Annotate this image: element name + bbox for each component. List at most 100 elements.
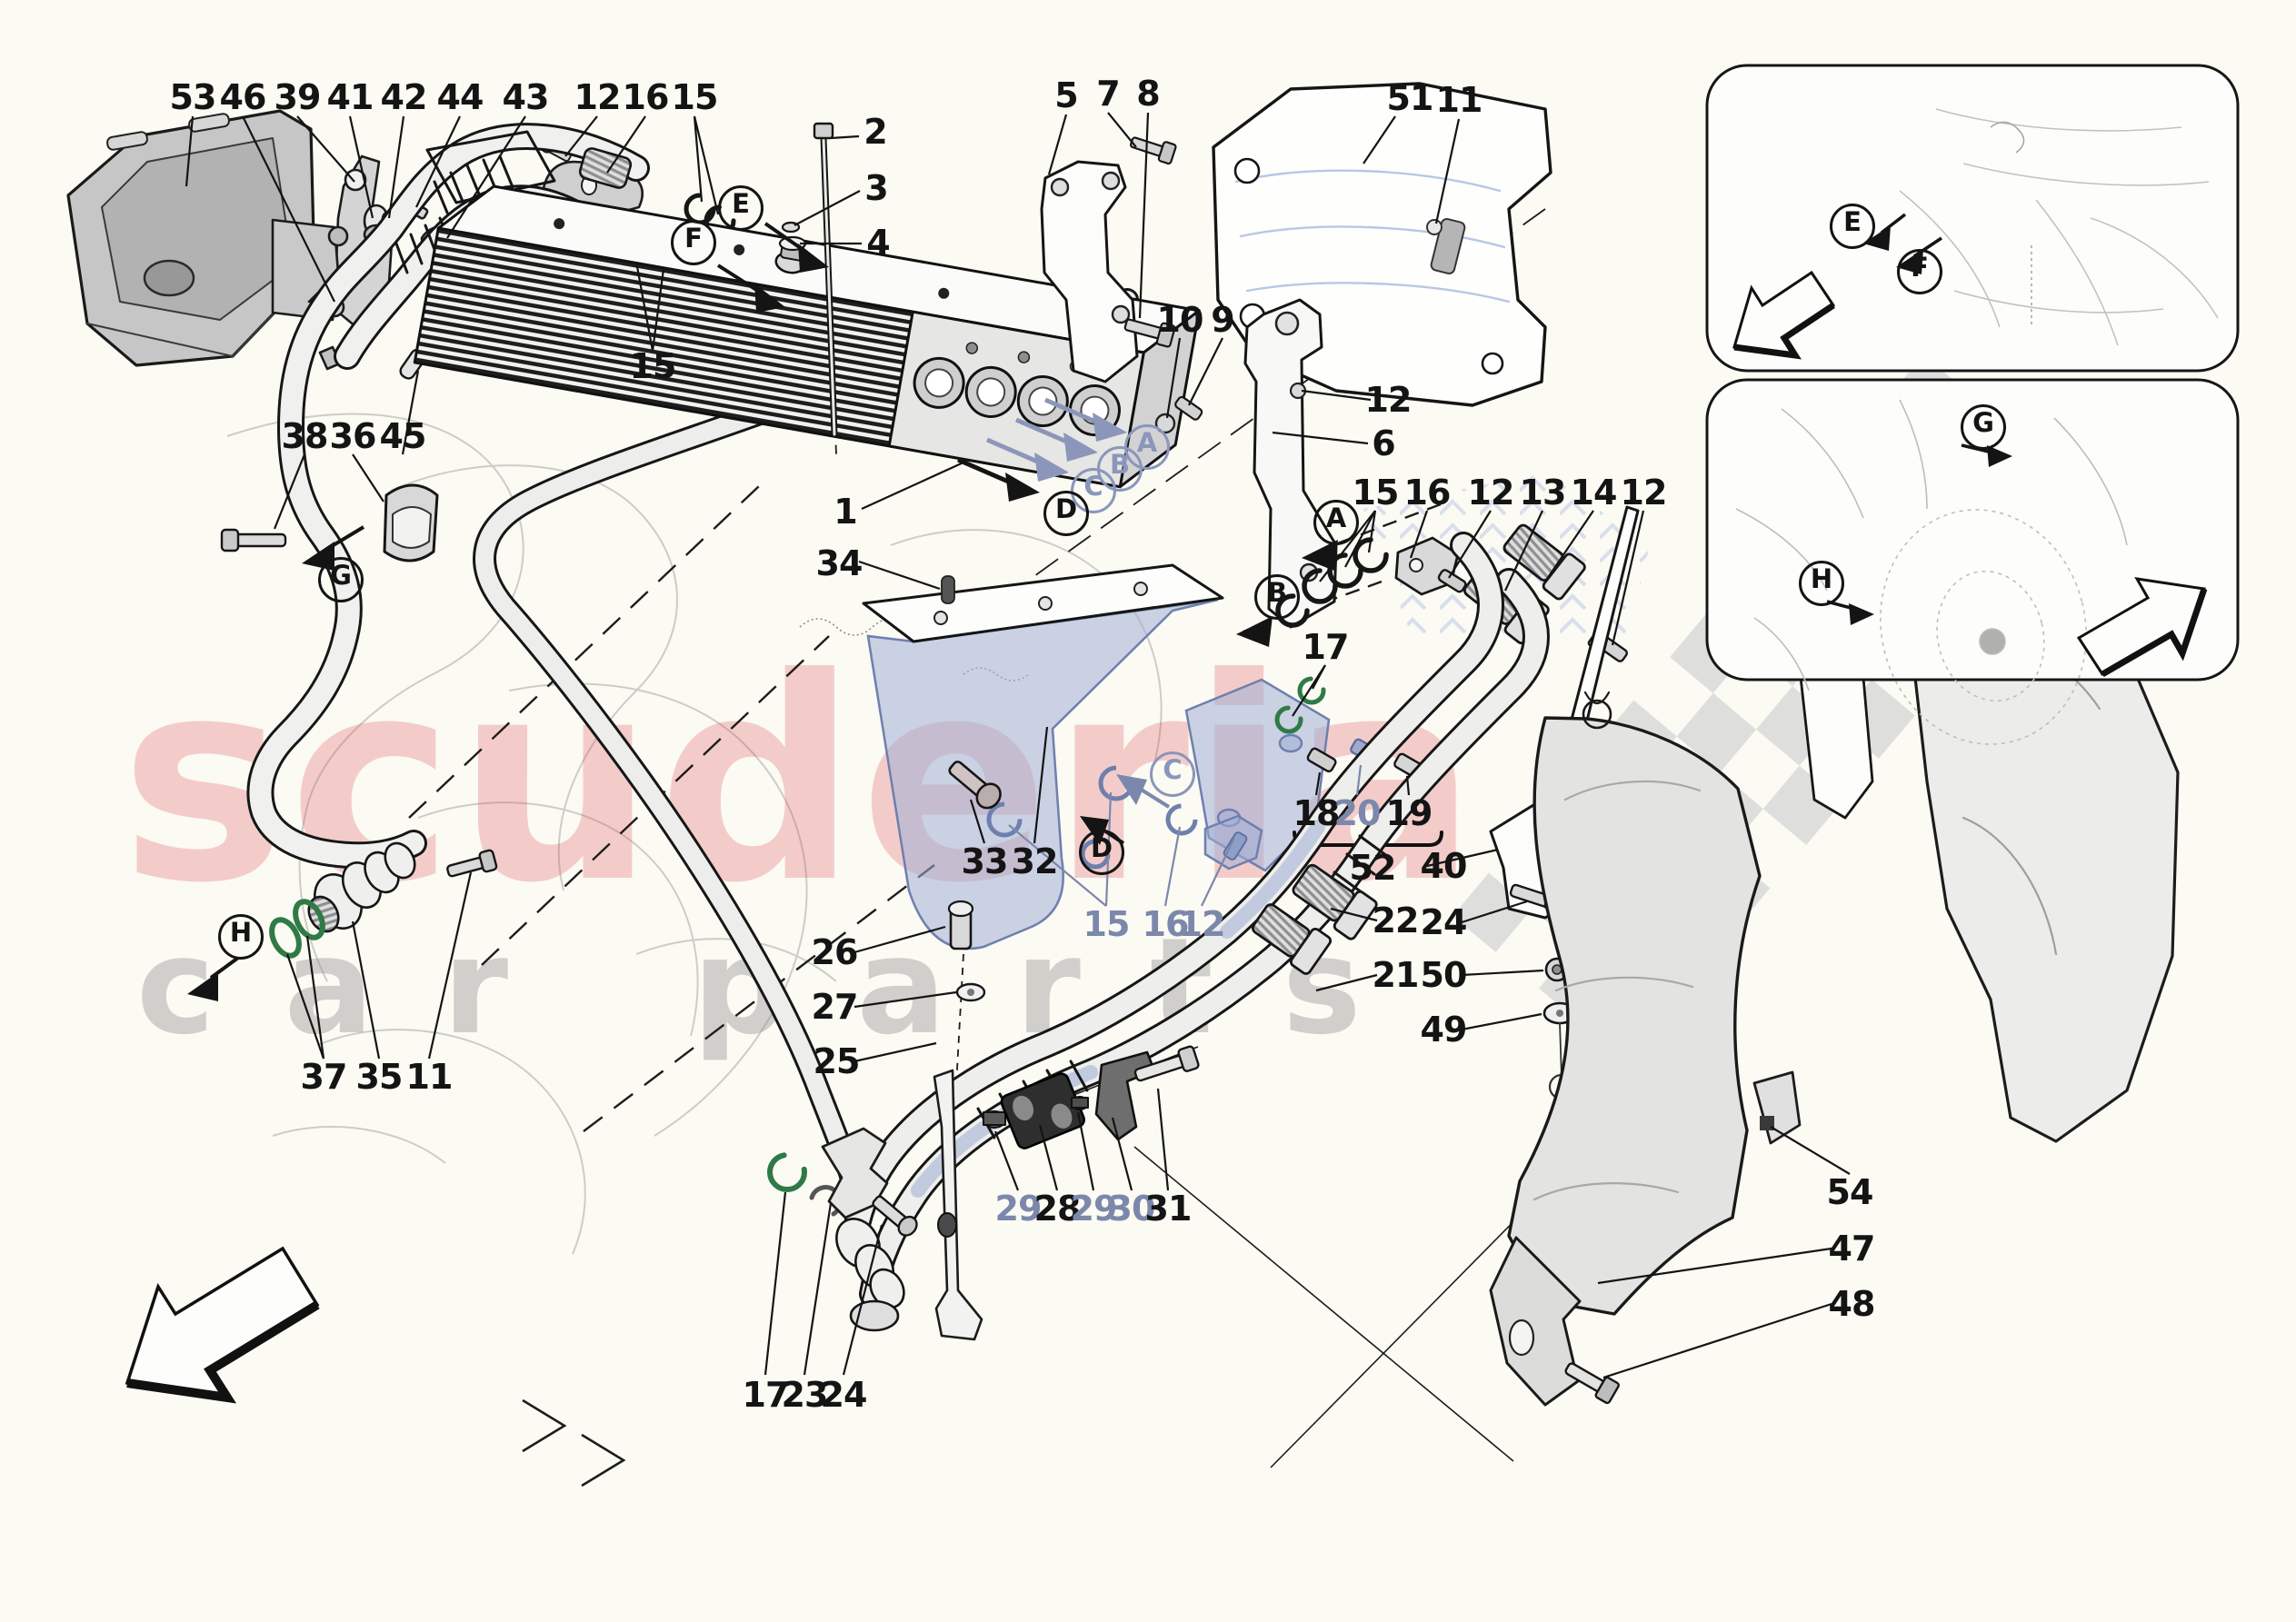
part-callout-18-46: 18 bbox=[1293, 793, 1341, 833]
part-callout-5-13: 5 bbox=[1054, 75, 1078, 115]
part-callout-12-27: 12 bbox=[1620, 473, 1668, 512]
union-21 bbox=[1251, 903, 1333, 975]
part-callout-10-18: 10 bbox=[1156, 300, 1204, 340]
part-callout-47-65: 47 bbox=[1828, 1229, 1876, 1269]
direction-arrows bbox=[125, 222, 1338, 1404]
heat-shield-53 bbox=[66, 109, 316, 367]
union-14 bbox=[1502, 523, 1586, 601]
bracket-25-group bbox=[933, 900, 986, 1341]
mount-cluster-28 bbox=[983, 1045, 1200, 1149]
view-marker-E-main: E bbox=[718, 185, 764, 231]
part-callout-46-1: 46 bbox=[219, 77, 267, 117]
inset-top-arrow bbox=[1732, 270, 1836, 360]
part-callout-16-44: 16 bbox=[1142, 904, 1190, 944]
fitting-35-group bbox=[269, 841, 498, 959]
part-callout-23-62: 23 bbox=[781, 1375, 829, 1415]
part-callout-32-42: 32 bbox=[1011, 841, 1059, 881]
screw-18 bbox=[1306, 747, 1337, 773]
part-callout-35-36: 35 bbox=[355, 1057, 404, 1097]
view-marker-B-clip-row: B bbox=[1254, 574, 1300, 620]
view-marker-F-inset-top: F bbox=[1897, 249, 1942, 294]
pin-34 bbox=[941, 575, 955, 604]
green-clip-17-lower bbox=[767, 1152, 807, 1192]
part-callout-16-8: 16 bbox=[622, 77, 670, 117]
part-callout-36-31: 36 bbox=[329, 416, 377, 456]
bolt-24-lower bbox=[872, 1195, 918, 1237]
part-callout-19-48: 19 bbox=[1385, 793, 1433, 833]
o-ring-37b bbox=[293, 899, 325, 940]
part-callout-34-34: 34 bbox=[815, 543, 863, 583]
part-callout-1-33: 1 bbox=[834, 492, 857, 532]
ghost-bracket-34-legs bbox=[866, 598, 1219, 950]
part-callout-8-15: 8 bbox=[1136, 74, 1160, 114]
screw-26 bbox=[947, 900, 974, 950]
nut-11-target bbox=[1426, 219, 1442, 235]
part-callout-40-50: 40 bbox=[1420, 846, 1468, 886]
part-callout-13-25: 13 bbox=[1519, 473, 1567, 512]
part-callout-14-26: 14 bbox=[1570, 473, 1618, 512]
inset-top-box bbox=[1705, 64, 2240, 373]
ghost-parts bbox=[866, 473, 1650, 950]
parts bbox=[66, 82, 2180, 1407]
bolt-48 bbox=[1564, 1362, 1620, 1405]
view-marker-D-lower-clips: D bbox=[1079, 830, 1124, 875]
part-callout-30-59: 30 bbox=[1108, 1189, 1156, 1229]
part-callout-24-52: 24 bbox=[1420, 902, 1468, 942]
part-callout-15-22: 15 bbox=[1352, 473, 1400, 512]
part-callout-50-54: 50 bbox=[1420, 955, 1468, 995]
part-callout-16-23: 16 bbox=[1403, 473, 1452, 512]
view-marker-A-clip-row: A bbox=[1313, 500, 1359, 545]
part-callout-6-21: 6 bbox=[1372, 423, 1395, 463]
part-callout-2-10: 2 bbox=[863, 112, 887, 152]
part-callout-37-35: 37 bbox=[300, 1057, 348, 1097]
part-callout-11-17: 11 bbox=[1435, 80, 1483, 120]
part-callout-43-6: 43 bbox=[502, 77, 550, 117]
view-marker-C-lower-clips: C bbox=[1150, 751, 1195, 797]
part-callout-15-43: 15 bbox=[1083, 904, 1131, 944]
part-callout-29-56: 29 bbox=[994, 1189, 1043, 1229]
part-callout-41-3: 41 bbox=[326, 77, 374, 117]
part-callout-15-29: 15 bbox=[629, 346, 677, 386]
part-callout-21-53: 21 bbox=[1372, 955, 1420, 995]
part-callout-52-49: 52 bbox=[1349, 848, 1397, 888]
bolt-38 bbox=[220, 528, 287, 552]
block-28 bbox=[1000, 1072, 1085, 1149]
part-callout-15-9: 15 bbox=[671, 77, 719, 117]
part-callout-22-51: 22 bbox=[1372, 901, 1420, 940]
leader-lines bbox=[185, 112, 1851, 1379]
part-callout-3-11: 3 bbox=[864, 168, 888, 208]
part-callout-27-39: 27 bbox=[811, 987, 859, 1027]
ghost-screw-12 bbox=[1223, 831, 1248, 861]
part-callout-31-60: 31 bbox=[1144, 1189, 1193, 1229]
part-callout-12-20: 12 bbox=[1364, 380, 1413, 420]
bracket-34 bbox=[862, 563, 1224, 643]
part-callout-51-16: 51 bbox=[1386, 78, 1434, 118]
inset-bottom-arrow bbox=[2076, 577, 2208, 678]
screw-12-row bbox=[1437, 569, 1467, 593]
view-marker-D-cooler-ports: D bbox=[1043, 491, 1089, 536]
part-callout-48-66: 48 bbox=[1828, 1284, 1876, 1324]
bracket-6 bbox=[1154, 298, 1338, 629]
big-arrow-bottom-left bbox=[125, 1246, 320, 1404]
part-callout-17-28: 17 bbox=[1302, 627, 1350, 667]
part-callout-45-32: 45 bbox=[379, 416, 427, 456]
part-callout-20-47: 20 bbox=[1333, 793, 1382, 833]
part-callout-49-55: 49 bbox=[1420, 1010, 1468, 1050]
part-callout-9-19: 9 bbox=[1211, 300, 1234, 340]
part-callout-24-63: 24 bbox=[820, 1375, 868, 1415]
view-marker-H-main: H bbox=[218, 914, 264, 960]
view-marker-E-inset-top: E bbox=[1830, 204, 1875, 249]
part-callout-42-4: 42 bbox=[380, 77, 428, 117]
part-callout-33-41: 33 bbox=[961, 841, 1009, 881]
stud-2-washers bbox=[778, 122, 838, 438]
view-marker-H-inset-bottom: H bbox=[1799, 561, 1844, 606]
grommet-25 bbox=[937, 1212, 957, 1238]
green-clip-17 bbox=[1297, 676, 1326, 705]
view-marker-G-main: G bbox=[318, 557, 364, 602]
part-callout-12-45: 12 bbox=[1178, 904, 1226, 944]
shield-47 bbox=[1489, 691, 1762, 1407]
view-marker-G-inset-bottom: G bbox=[1961, 404, 2006, 450]
clamp-23 bbox=[821, 1127, 889, 1219]
